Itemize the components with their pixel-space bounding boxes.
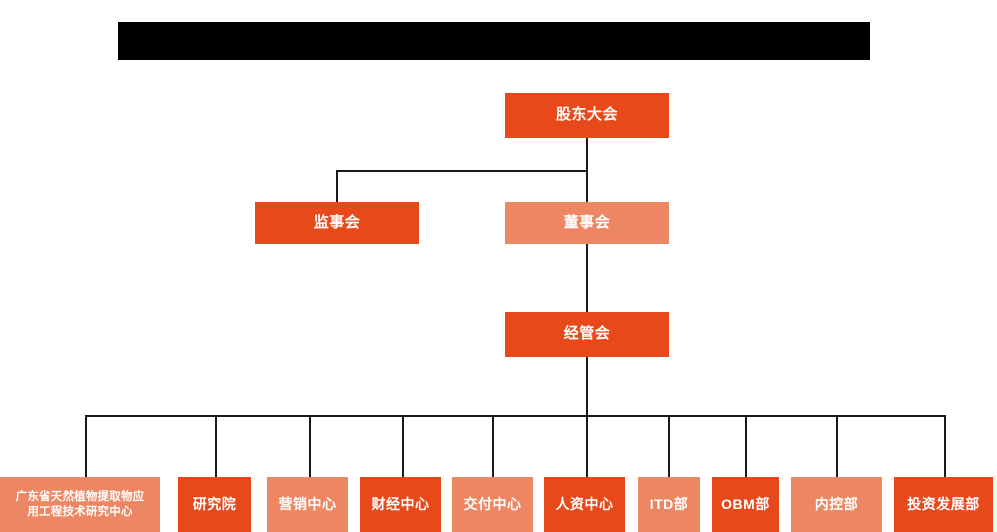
drop-line-itd-dept [668,415,670,477]
connector-departments-bus [85,415,946,417]
node-obm-dept-label: OBM部 [721,495,770,512]
redacted-title-bar [118,22,870,60]
node-delivery-center[interactable]: 交付中心 [452,477,533,532]
node-shareholders-meeting-label: 股东大会 [555,106,618,124]
drop-line-obm-dept [745,415,747,477]
drop-line-institute [215,415,217,477]
connector-shareholders-down [586,138,588,172]
drop-line-hr-center [586,415,588,477]
drop-line-investment-dev [944,415,946,477]
node-delivery-center-label: 交付中心 [463,495,522,512]
node-internal-control[interactable]: 内控部 [791,477,882,532]
drop-line-research-center [85,415,87,477]
node-marketing-center-label: 营销中心 [278,495,337,512]
node-investment-dev-label: 投资发展部 [907,495,980,512]
drop-line-delivery-center [492,415,494,477]
node-itd-dept-label: ITD部 [649,495,689,512]
connector-mgmt-down [586,357,588,417]
node-finance-center[interactable]: 财经中心 [360,477,441,532]
node-finance-center-label: 财经中心 [371,495,430,512]
node-supervisory-board[interactable]: 监事会 [255,202,419,244]
connector-board-to-mgmt [586,244,588,312]
node-hr-center[interactable]: 人资中心 [544,477,625,532]
drop-line-finance-center [402,415,404,477]
node-management-committee-label: 经管会 [563,325,611,343]
node-institute-label: 研究院 [192,495,237,512]
node-hr-center-label: 人资中心 [555,495,614,512]
node-investment-dev[interactable]: 投资发展部 [894,477,993,532]
connector-to-supervisory [336,170,338,202]
connector-to-board [586,170,588,202]
node-internal-control-label: 内控部 [814,495,859,512]
drop-line-internal-control [836,415,838,477]
connector-level2-bus [336,170,588,172]
node-board-of-directors-label: 董事会 [563,213,611,231]
node-research-center-label: 广东省天然植物提取物应 用工程技术研究中心 [15,491,145,518]
node-board-of-directors[interactable]: 董事会 [505,202,669,244]
node-management-committee[interactable]: 经管会 [505,312,669,357]
node-marketing-center[interactable]: 营销中心 [267,477,348,532]
node-itd-dept[interactable]: ITD部 [638,477,700,532]
node-supervisory-board-label: 监事会 [313,213,361,231]
node-institute[interactable]: 研究院 [178,477,251,532]
node-obm-dept[interactable]: OBM部 [712,477,779,532]
node-shareholders-meeting[interactable]: 股东大会 [505,93,669,138]
drop-line-marketing-center [309,415,311,477]
node-research-center[interactable]: 广东省天然植物提取物应 用工程技术研究中心 [0,477,160,532]
